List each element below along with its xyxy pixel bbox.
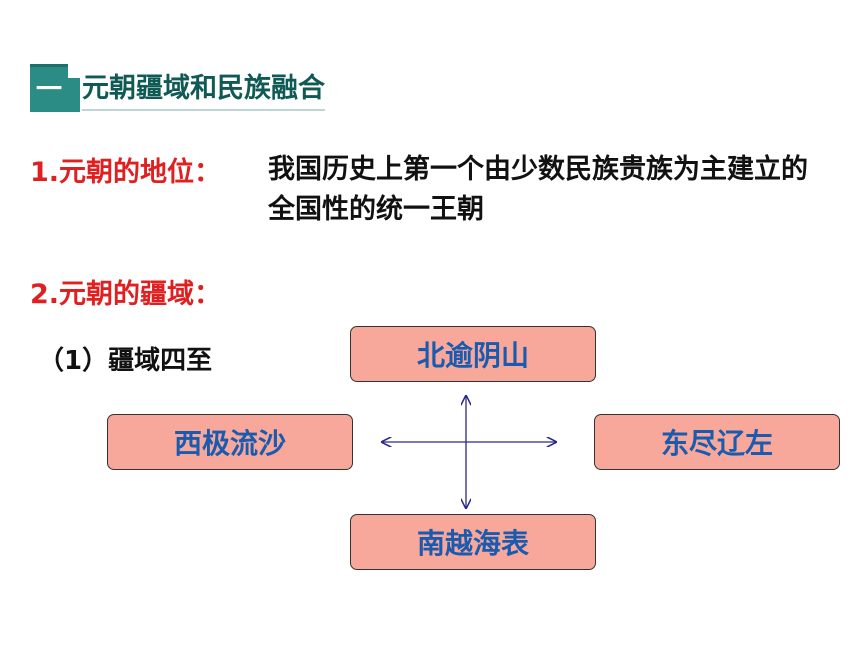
- box-north: 北逾阴山: [350, 326, 596, 382]
- section-title: 元朝疆域和民族融合: [82, 66, 325, 111]
- status-label: 1.元朝的地位：: [30, 157, 222, 188]
- section-header: 一 元朝疆域和民族融合: [30, 64, 325, 112]
- box-west: 西极流沙: [107, 414, 353, 470]
- box-south: 南越海表: [350, 514, 596, 570]
- territory-sub-label: （1）疆域四至: [38, 346, 213, 376]
- box-east: 东尽辽左: [594, 414, 840, 470]
- section-number: 一: [36, 75, 63, 105]
- territory-label: 2.元朝的疆域：: [30, 279, 222, 310]
- corner-notch: [68, 64, 82, 78]
- status-description: 我国历史上第一个由少数民族贵族为主建立的全国性的统一王朝: [268, 154, 808, 225]
- section-number-block: 一: [30, 64, 82, 112]
